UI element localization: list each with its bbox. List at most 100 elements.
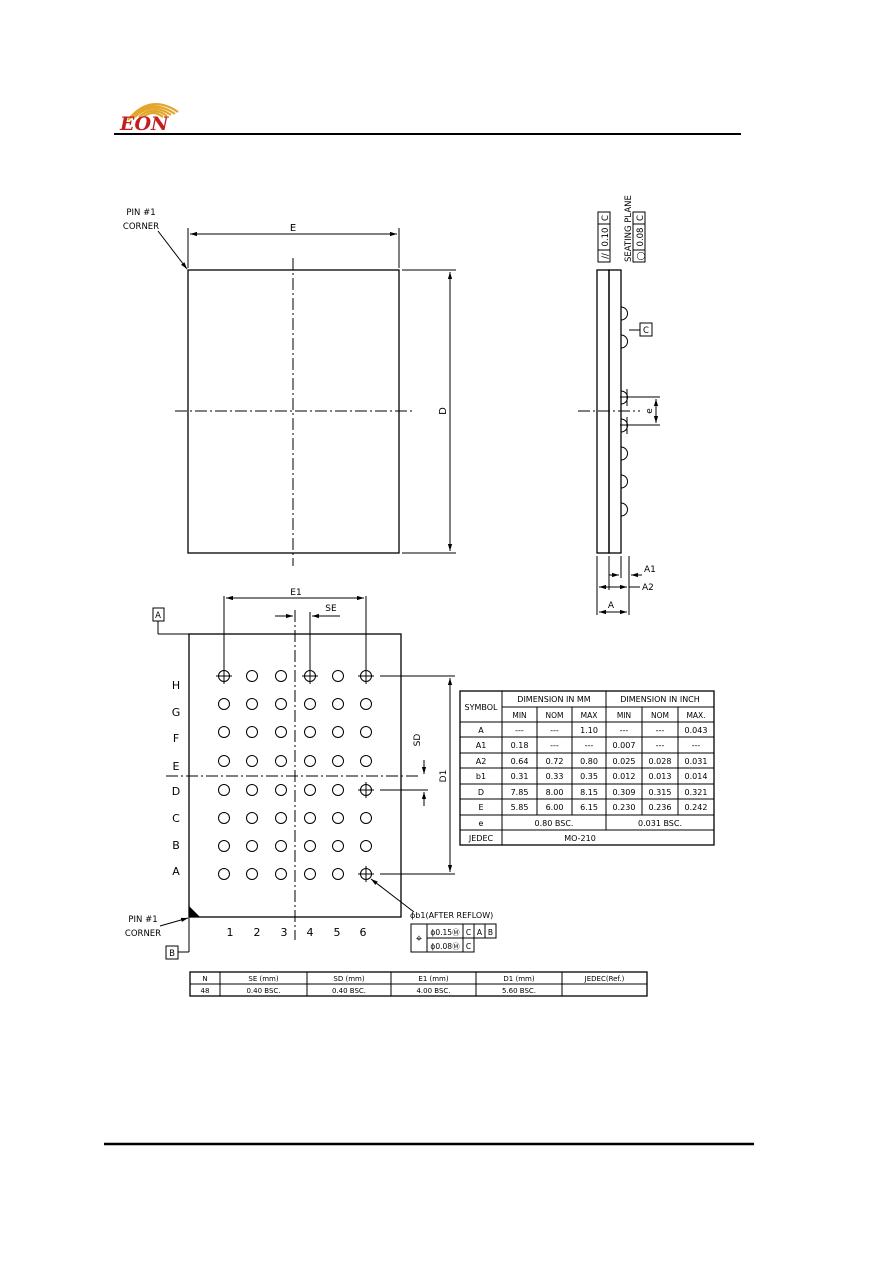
ball-tolerance-frame: ⌖ ϕ0.15Ⓜ C A B ϕ0.08Ⓜ C — [410, 923, 497, 953]
row-d-in-max: 0.321 — [685, 788, 708, 797]
row-e-in-max: 0.242 — [685, 803, 708, 812]
top-view: E D PIN #1 CORNER — [123, 208, 456, 566]
row-b1-mm-max: 0.35 — [580, 772, 598, 781]
row-d-in-min: 0.309 — [613, 788, 636, 797]
column-label-6: 6 — [360, 926, 367, 939]
row-e-in-min: 0.230 — [613, 803, 636, 812]
row-label-d: D — [172, 785, 180, 798]
row-pitch-inch: 0.031 BSC. — [638, 819, 682, 828]
row-label-b: B — [172, 839, 180, 852]
subheader-in-max: MAX. — [686, 711, 705, 720]
tol-value-2: ϕ0.08Ⓜ — [430, 942, 460, 951]
datum-b-label: B — [169, 949, 175, 959]
dim-e1-label: E1 — [290, 588, 301, 598]
row-a-in-max: 0.043 — [685, 726, 708, 735]
tol-value-1: ϕ0.15Ⓜ — [430, 928, 460, 937]
ball-f6 — [360, 726, 372, 738]
package-table: N SE (mm) SD (mm) E1 (mm) D1 (mm) JEDEC(… — [189, 971, 648, 997]
ball-f2 — [246, 726, 258, 738]
subheader-mm-max: MAX — [581, 711, 598, 720]
ball-crosshair — [216, 668, 232, 684]
dim-d-label: D — [438, 407, 449, 415]
row-a-symbol: A — [478, 726, 484, 735]
flatness-value: 0.08 — [636, 228, 646, 247]
pin1-label-line1: PIN #1 — [126, 208, 155, 218]
ball-e5 — [332, 755, 344, 767]
subheader-mm-min: MIN — [512, 711, 526, 720]
row-e-in-nom: 0.236 — [649, 803, 672, 812]
bottom-pin1-label-line1: PIN #1 — [128, 915, 157, 925]
datum-c-label: C — [643, 326, 649, 336]
ball-c3 — [275, 812, 287, 824]
company-logo: EON — [119, 103, 179, 135]
row-b1-mm-nom: 0.33 — [546, 772, 564, 781]
row-d-mm-min: 7.85 — [511, 788, 529, 797]
ball-f1 — [218, 726, 230, 738]
ball-f5 — [332, 726, 344, 738]
row-jedec-value: MO-210 — [564, 834, 596, 843]
ball-g4 — [304, 698, 316, 710]
table-inch-header: DIMENSION IN INCH — [620, 695, 700, 704]
subheader-in-nom: NOM — [651, 711, 669, 720]
ball-b6 — [360, 840, 372, 852]
flatness-frame: ◯ 0.08 C — [632, 211, 646, 263]
ball-a1 — [218, 868, 230, 880]
row-b1-symbol: b1 — [476, 772, 486, 781]
logo-text: EON — [119, 113, 169, 135]
bottom-pin1-label-line2: CORNER — [125, 929, 161, 939]
row-e-mm-max: 6.15 — [580, 803, 598, 812]
ball-g2 — [246, 698, 258, 710]
row-jedec-symbol: JEDEC — [468, 834, 494, 843]
pkg-value-se: 0.40 BSC. — [246, 987, 280, 995]
side-view: // 0.10 C SEATING PLANE ◯ 0.08 C — [578, 195, 660, 615]
ball-note: ϕb1(AFTER REFLOW) — [410, 911, 493, 920]
ball-e6 — [360, 755, 372, 767]
ball-e3 — [275, 755, 287, 767]
ball-b3 — [275, 840, 287, 852]
column-label-2: 2 — [254, 926, 261, 939]
ball-g5 — [332, 698, 344, 710]
ball-grid — [216, 668, 374, 882]
row-a2-mm-min: 0.64 — [511, 757, 529, 766]
parallelism-datum: C — [601, 215, 611, 221]
row-a-mm-min: --- — [515, 726, 524, 735]
pin1-corner-mark — [189, 906, 200, 917]
row-a1-symbol: A1 — [476, 741, 487, 750]
pkg-value-d1: 5.60 BSC. — [502, 987, 536, 995]
column-labels: 1 2 3 4 5 6 — [227, 926, 367, 939]
parallelism-frame: // 0.10 C — [597, 211, 611, 263]
dim-e-label: E — [290, 223, 296, 234]
ball-h5 — [332, 670, 344, 682]
column-label-4: 4 — [307, 926, 314, 939]
column-label-3: 3 — [281, 926, 288, 939]
ball-c6 — [360, 812, 372, 824]
dim-a-label: A — [608, 601, 615, 611]
tol-datum-1b: B — [488, 928, 493, 937]
row-e-symbol: E — [478, 803, 483, 812]
pkg-header-se: SE (mm) — [248, 975, 278, 983]
column-label-1: 1 — [227, 926, 234, 939]
flatness-symbol: ◯ — [636, 251, 645, 260]
row-d-symbol: D — [478, 788, 484, 797]
row-pitch-mm: 0.80 BSC. — [535, 819, 574, 828]
ball-c4 — [304, 812, 316, 824]
ball-c2 — [246, 812, 258, 824]
ball-e1 — [218, 755, 230, 767]
row-a-mm-max: 1.10 — [580, 726, 598, 735]
ball-g1 — [218, 698, 230, 710]
datum-a-label: A — [155, 611, 161, 621]
row-d-mm-max: 8.15 — [580, 788, 598, 797]
ball-crosshair — [358, 668, 374, 684]
ball-e2 — [246, 755, 258, 767]
dim-sd-label: SD — [413, 734, 423, 747]
row-a-mm-nom: --- — [550, 726, 559, 735]
row-a2-in-nom: 0.028 — [649, 757, 672, 766]
row-a1-in-min: 0.007 — [613, 741, 636, 750]
row-a1-mm-min: 0.18 — [511, 741, 529, 750]
ball-e4 — [304, 755, 316, 767]
ball-a4 — [304, 868, 316, 880]
dim-d1-label: D1 — [439, 770, 449, 783]
ball-f3 — [275, 726, 287, 738]
dimension-table: SYMBOL DIMENSION IN MM DIMENSION IN INCH… — [459, 690, 715, 846]
column-label-5: 5 — [334, 926, 341, 939]
